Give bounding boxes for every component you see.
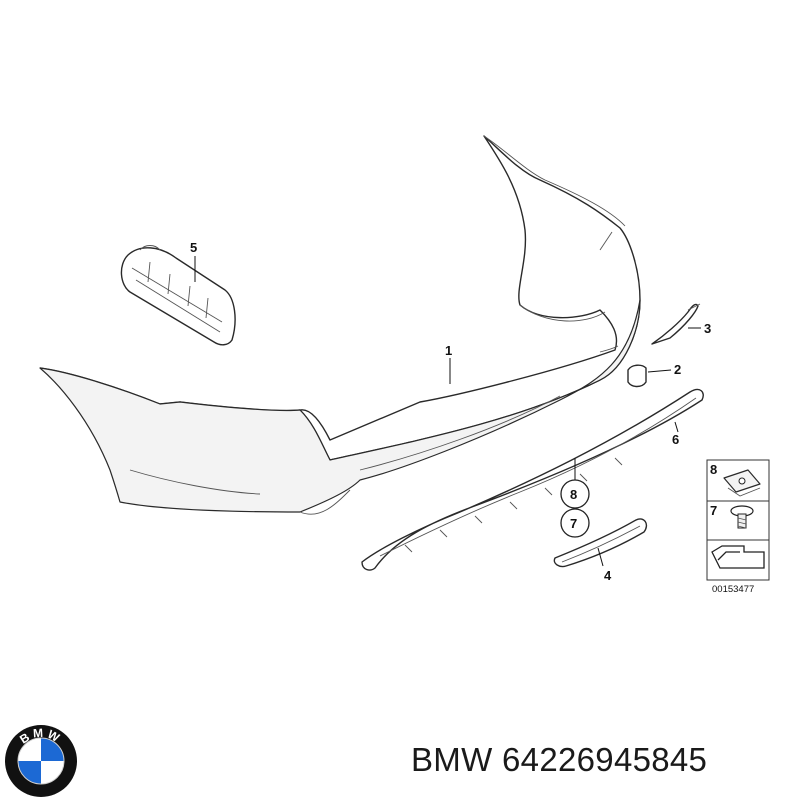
leader-line-2 (647, 369, 672, 373)
circled-callout-7: 7 (560, 508, 590, 538)
callout-1: 1 (445, 343, 452, 358)
trim-piece-part-4 (553, 518, 648, 568)
callout-7: 7 (570, 516, 577, 531)
nut-clip-icon (723, 469, 761, 497)
logo-letters: BMW (17, 726, 61, 747)
brand-name: BMW (411, 741, 493, 778)
legend-label-7: 7 (710, 503, 717, 518)
bracket-part-5 (120, 245, 236, 346)
callout-3: 3 (704, 321, 711, 336)
rear-bumper-panel (39, 135, 641, 515)
bmw-logo: BMW (5, 725, 77, 797)
cap-part-2 (627, 364, 647, 388)
callout-4: 4 (604, 568, 612, 583)
clip-part-3 (651, 303, 701, 345)
callout-5: 5 (190, 240, 197, 255)
leader-line-4 (597, 547, 604, 567)
legend-code: 00153477 (712, 584, 754, 595)
leader-line-6 (674, 421, 679, 433)
circled-callout-8: 8 (560, 479, 590, 509)
part-caption: BMW 64226945845 (411, 741, 707, 779)
leader-lines (194, 256, 701, 567)
screw-icon (730, 505, 754, 529)
svg-text:BMW: BMW (17, 726, 64, 747)
part-number: 64226945845 (502, 741, 708, 778)
legend-label-8: 8 (710, 462, 717, 477)
reference-symbol-icon (711, 545, 765, 569)
callout-8: 8 (570, 487, 577, 502)
callout-6: 6 (672, 432, 679, 447)
callout-2: 2 (674, 362, 681, 377)
trim-strip-part-6 (361, 388, 704, 571)
fastener-legend: 8 7 00153477 (706, 459, 770, 595)
